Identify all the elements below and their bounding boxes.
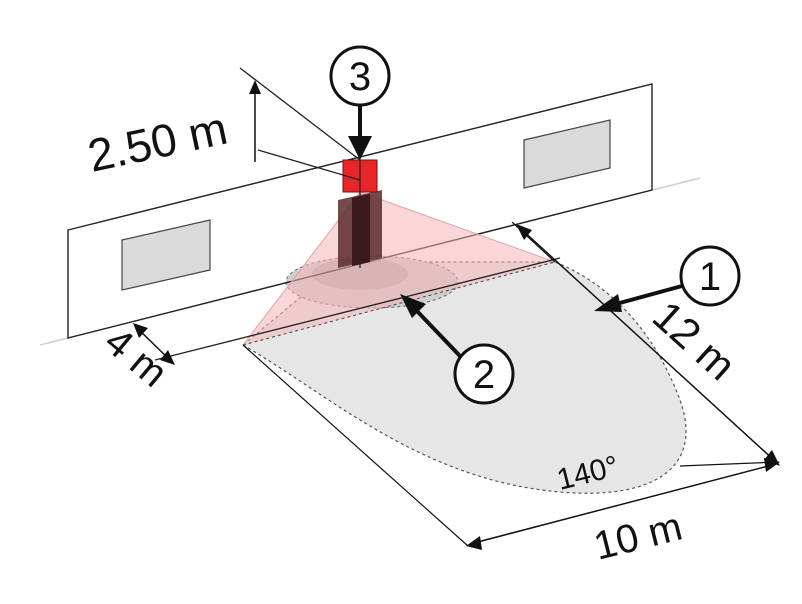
callout-2-arrow	[400, 294, 426, 318]
range-right-arrow-a	[516, 224, 532, 240]
height-arrow-top	[249, 80, 261, 94]
window-right	[523, 119, 611, 189]
window-left	[121, 219, 211, 291]
callout-2-circle	[453, 343, 515, 405]
range-bottom-dim-line	[469, 463, 777, 545]
callout-3-number: 3	[349, 55, 371, 99]
range-bottom-extension-right	[679, 461, 779, 467]
callout-1-number: 1	[699, 255, 721, 299]
height-ref-floor	[257, 149, 361, 181]
callout-1-circle	[679, 245, 741, 307]
range-right-dim-line	[519, 227, 777, 463]
width-arrow-a	[133, 323, 148, 338]
pole-shade	[352, 194, 370, 266]
range-bottom-arrow-a	[466, 536, 482, 550]
range-bottom-label: 10 m	[590, 505, 687, 569]
height-label: 2.50 m	[83, 102, 231, 182]
beam-cone	[243, 192, 555, 345]
width-arrow-b	[160, 350, 175, 365]
base-line-front	[154, 257, 561, 361]
range-bottom-arrow-b	[764, 458, 780, 472]
callout-1-leader	[615, 284, 683, 306]
callout-1-arrow	[594, 294, 622, 312]
height-ref-top	[239, 67, 361, 161]
width-label: 4 m	[96, 319, 175, 396]
callout-2-leader	[414, 308, 462, 358]
callout-3-arrow	[348, 136, 372, 160]
range-bottom-extension-left	[242, 344, 469, 547]
beam-edge-right	[359, 191, 556, 263]
callout-2-number: 2	[473, 353, 495, 397]
wall-panel	[67, 83, 653, 339]
